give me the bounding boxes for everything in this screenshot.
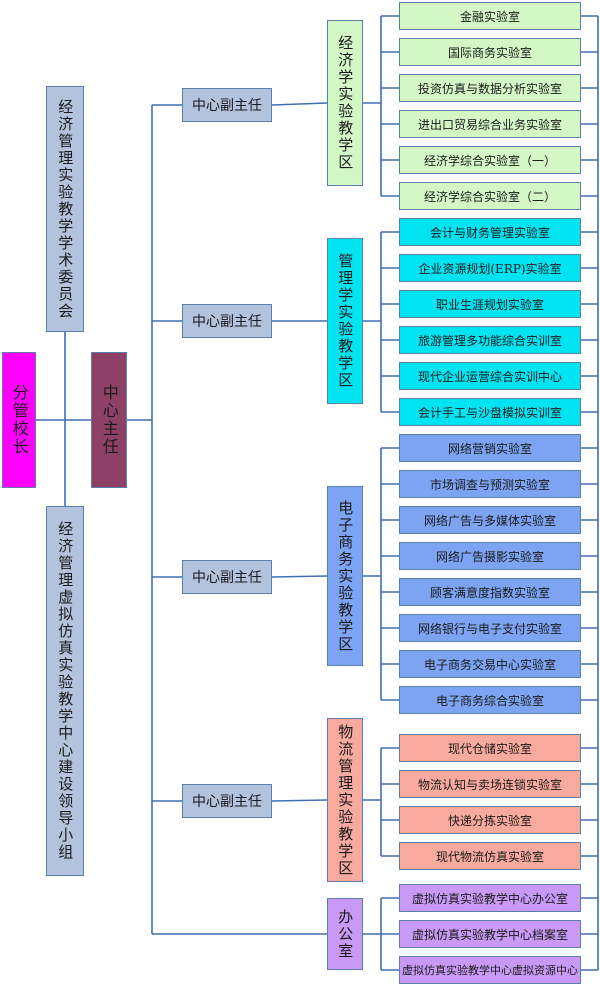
lab-label: 网络银行与电子支付实验室 [417,621,562,636]
lab-box: 网络银行与电子支付实验室 [399,614,581,642]
deputy-director-box: 中心副主任 [182,88,272,122]
lab-label: 经济学综合实验室（一） [423,153,556,168]
lab-label: 旅游管理多功能综合实训室 [417,333,562,348]
lab-box: 电子商务交易中心实验室 [399,650,581,678]
lab-label: 顾客满意度指数实验室 [429,585,550,600]
director-label: 中心主任 [99,384,119,456]
lab-label: 企业资源规划(ERP)实验室 [418,261,562,276]
teaching-zone-label: 管理学实验教学区 [336,253,355,389]
lab-label: 金融实验室 [459,9,520,24]
lab-box: 顾客满意度指数实验室 [399,578,581,606]
lab-box: 国际商务实验室 [399,38,581,66]
lab-box: 快递分拣实验室 [399,806,581,834]
lab-box: 金融实验室 [399,2,581,30]
lab-box: 网络广告与多媒体实验室 [399,506,581,534]
lab-label: 投资仿真与数据分析实验室 [417,81,562,96]
lab-label: 快递分拣实验室 [447,813,532,828]
lab-label: 国际商务实验室 [447,45,532,60]
teaching-zone-box: 电子商务实验教学区 [327,486,363,666]
connector-line [271,575,328,578]
deputy-director-label: 中心副主任 [192,794,262,810]
lab-box: 会计与财务管理实验室 [399,218,581,246]
lab-box: 旅游管理多功能综合实训室 [399,326,581,354]
lab-label: 进出口贸易综合业务实验室 [417,117,562,132]
principal-label: 分管校长 [9,384,29,456]
lab-label: 电子商务交易中心实验室 [423,657,556,672]
leading-group-label: 经济管理虚拟仿真实验教学中心建设领导小组 [56,521,75,861]
lab-box: 经济学综合实验室（一） [399,146,581,174]
teaching-zone-box: 管理学实验教学区 [327,238,363,404]
lab-label: 网络广告摄影实验室 [435,549,544,564]
lab-box: 市场调查与预测实验室 [399,470,581,498]
lab-box: 经济学综合实验室（二） [399,182,581,210]
teaching-zone-label: 办公室 [336,908,355,960]
lab-box: 网络广告摄影实验室 [399,542,581,570]
lab-label: 现代仓储实验室 [447,741,532,756]
deputy-director-box: 中心副主任 [182,784,272,818]
lab-box: 进出口贸易综合业务实验室 [399,110,581,138]
teaching-zone-label: 经济学实验教学区 [336,35,355,171]
lab-label: 网络广告与多媒体实验室 [423,513,556,528]
teaching-zone-box: 经济学实验教学区 [327,20,363,186]
lab-box: 虚拟仿真实验教学中心档案室 [399,920,581,948]
teaching-zone-box: 办公室 [327,898,363,970]
leading-group-box: 经济管理虚拟仿真实验教学中心建设领导小组 [46,506,84,876]
teaching-zone-label: 物流管理实验教学区 [336,723,355,877]
teaching-zone-box: 物流管理实验教学区 [327,718,363,882]
lab-label: 经济学综合实验室（二） [423,189,556,204]
lab-box: 现代物流仿真实验室 [399,842,581,870]
lab-label: 现代企业运营综合实训中心 [417,369,562,384]
lab-box: 投资仿真与数据分析实验室 [399,74,581,102]
lab-label: 虚拟仿真实验教学中心虚拟资源中心 [402,964,578,977]
principal-box: 分管校长 [2,352,36,488]
lab-box: 物流认知与卖场连锁实验室 [399,770,581,798]
lab-box: 虚拟仿真实验教学中心办公室 [399,884,581,912]
committee-label: 经济管理实验教学学术委员会 [56,98,75,320]
lab-label: 物流认知与卖场连锁实验室 [417,777,562,792]
lab-label: 职业生涯规划实验室 [435,297,544,312]
lab-box: 会计手工与沙盘模拟实训室 [399,398,581,426]
lab-box: 企业资源规划(ERP)实验室 [399,254,581,282]
lab-label: 市场调查与预测实验室 [429,477,550,492]
lab-label: 会计手工与沙盘模拟实训室 [417,405,562,420]
lab-label: 电子商务综合实验室 [435,693,544,708]
lab-box: 职业生涯规划实验室 [399,290,581,318]
lab-box: 现代企业运营综合实训中心 [399,362,581,390]
lab-box: 电子商务综合实验室 [399,686,581,714]
connector-line [271,102,328,106]
deputy-director-box: 中心副主任 [182,560,272,594]
teaching-zone-label: 电子商务实验教学区 [336,499,355,653]
lab-label: 会计与财务管理实验室 [429,225,550,240]
lab-label: 虚拟仿真实验教学中心档案室 [411,927,568,942]
lab-box: 虚拟仿真实验教学中心虚拟资源中心 [399,956,581,984]
lab-label: 现代物流仿真实验室 [435,849,544,864]
lab-box: 现代仓储实验室 [399,734,581,762]
deputy-director-label: 中心副主任 [192,314,262,330]
committee-box: 经济管理实验教学学术委员会 [46,86,84,332]
director-box: 中心主任 [91,352,127,488]
lab-label: 虚拟仿真实验教学中心办公室 [411,891,568,906]
connector-line [271,799,328,802]
deputy-director-label: 中心副主任 [192,98,262,114]
lab-box: 网络营销实验室 [399,434,581,462]
deputy-director-label: 中心副主任 [192,570,262,586]
deputy-director-box: 中心副主任 [182,304,272,338]
lab-label: 网络营销实验室 [447,441,532,456]
